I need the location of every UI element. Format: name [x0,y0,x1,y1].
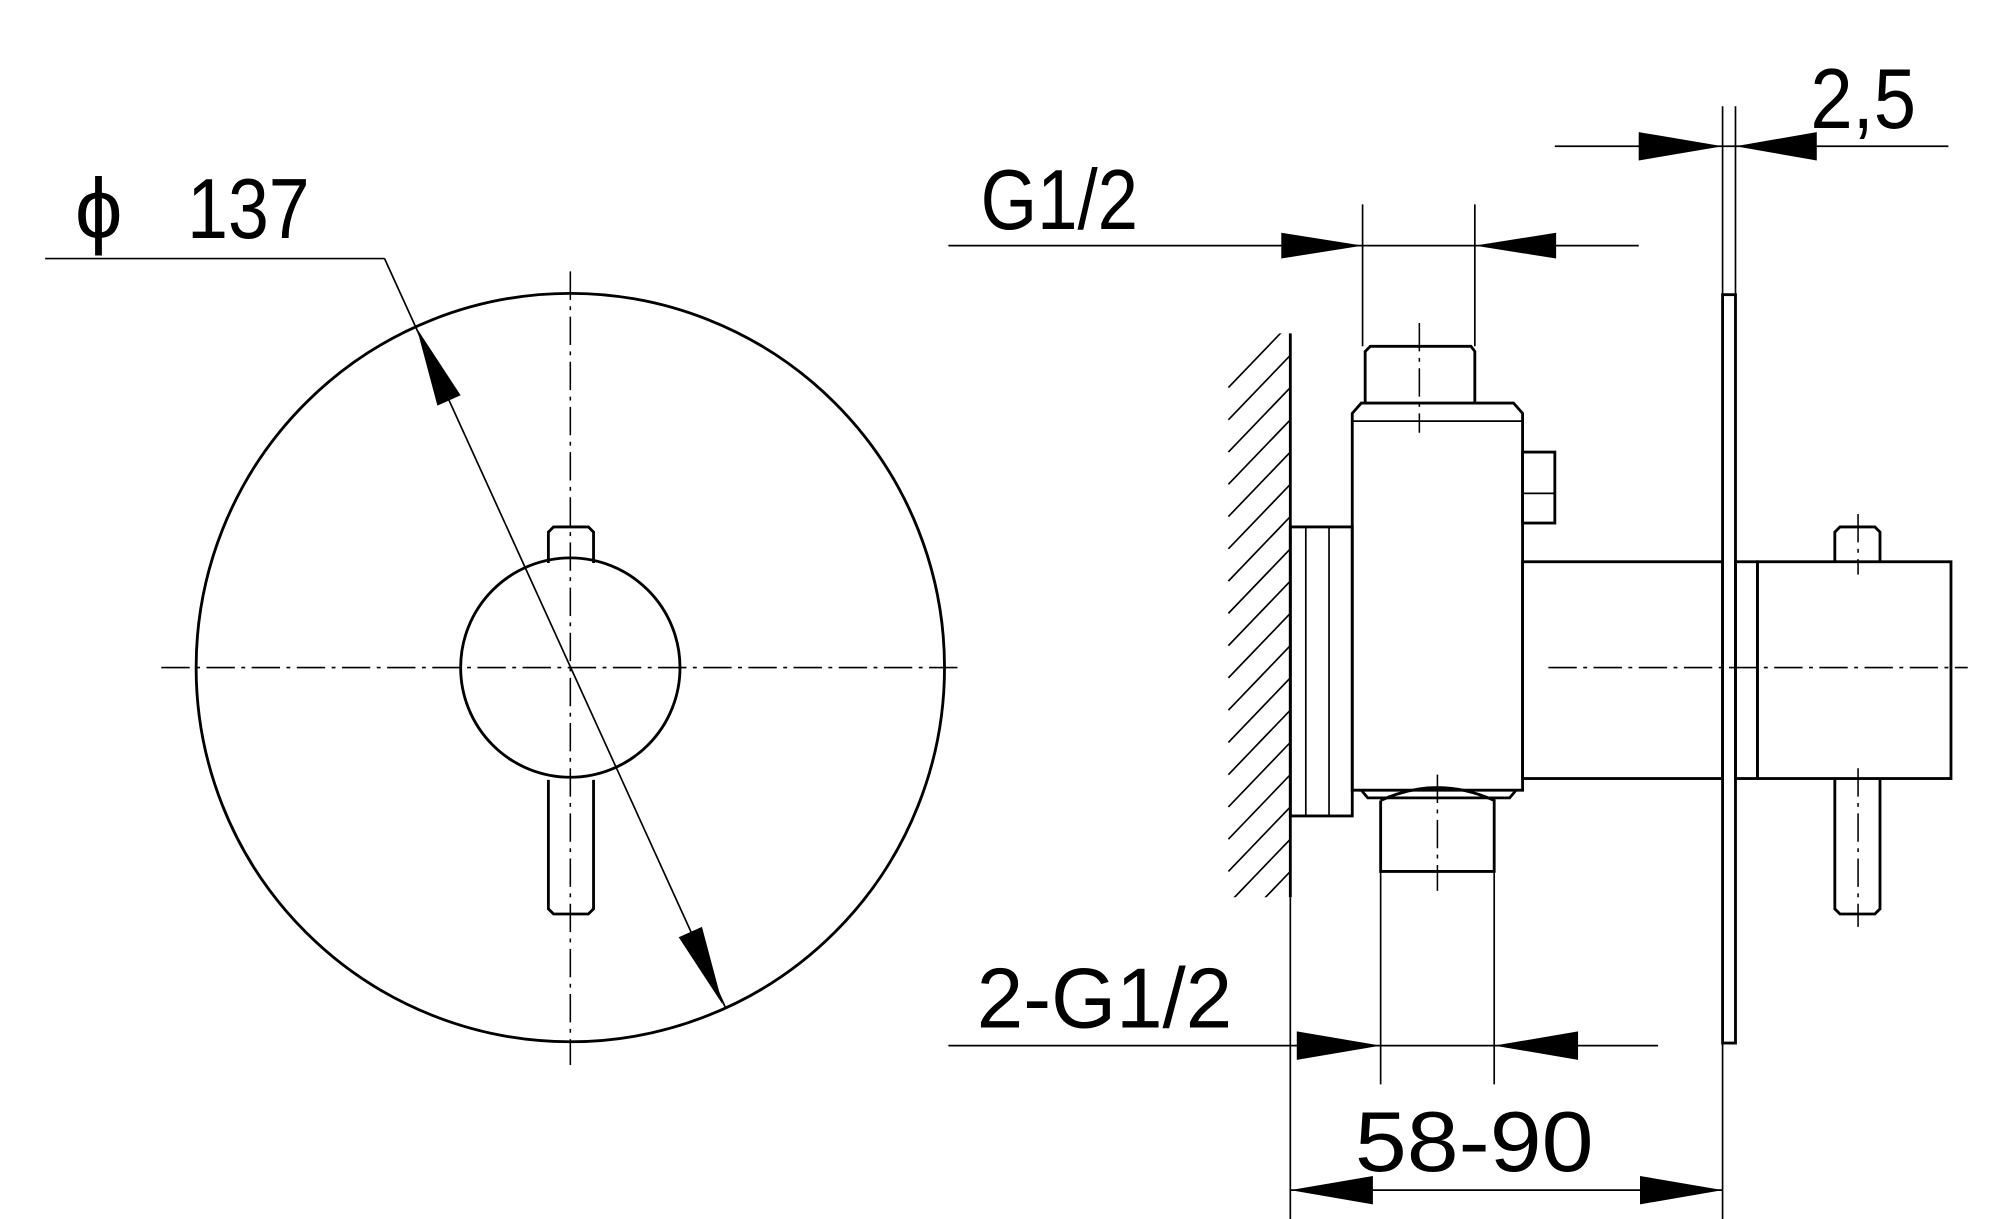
top-connection-label: G1/2 [981,153,1138,248]
handle-hub [459,556,682,779]
plate-collar [1734,560,1759,780]
hatch-line [1227,548,1291,614]
depth-range-label: 58-90 [1355,1095,1594,1190]
hatch-line [1227,806,1291,873]
cover-plate-section [1721,293,1737,1045]
plate-thickness-dimension: 2,5 [1554,52,1949,295]
cartridge-sleeve [1521,560,1724,780]
hatch-line [1228,904,1290,969]
hatch-line [1227,741,1291,808]
hatch-line [1227,419,1291,485]
hatch-line [1233,838,1291,898]
handle-top-pin [546,525,595,564]
hatch-line [1227,612,1291,679]
bottom-connection-label: 2-G1/2 [977,952,1232,1047]
mounting-flange [1288,525,1354,818]
hatch-line [1227,451,1291,518]
hatch-line [1227,354,1291,421]
bottom-outlet-thread [1379,786,1496,873]
bottom-connection-dimension: 2-G1/2 [948,871,1659,1085]
front-view: ϕ 137 [45,162,962,1065]
hatch-line [1227,774,1291,840]
valve-body [1350,401,1524,792]
handle-body [1756,560,1953,780]
hatch-line [1227,483,1291,550]
side-adjuster [1521,450,1557,525]
hatch-line [1227,333,1282,389]
hatch-line [1227,645,1291,711]
plate-thickness-label: 2,5 [1810,52,1916,147]
hatch-line [1264,870,1291,898]
hatch-line [1227,580,1291,647]
hatch-line [1227,677,1291,743]
hatch-line [1227,516,1291,582]
diameter-dimension: ϕ 137 [45,162,726,1008]
side-view: G1/2 2,5 2-G1/2 58-90 [948,52,1968,1219]
depth-range-dimension: 58-90 [1289,897,1724,1219]
hatch-line [1227,386,1291,453]
wall-hatching [1227,333,1291,969]
top-inlet-thread [1363,344,1477,404]
diameter-symbol: ϕ [75,162,123,257]
cover-plate-outline [194,291,946,1044]
diameter-value: 137 [187,162,310,257]
hatch-line [1227,709,1291,776]
bottom-nut-edge [1360,789,1518,800]
handle-lever [546,779,595,916]
top-connection-dimension: G1/2 [948,153,1639,347]
